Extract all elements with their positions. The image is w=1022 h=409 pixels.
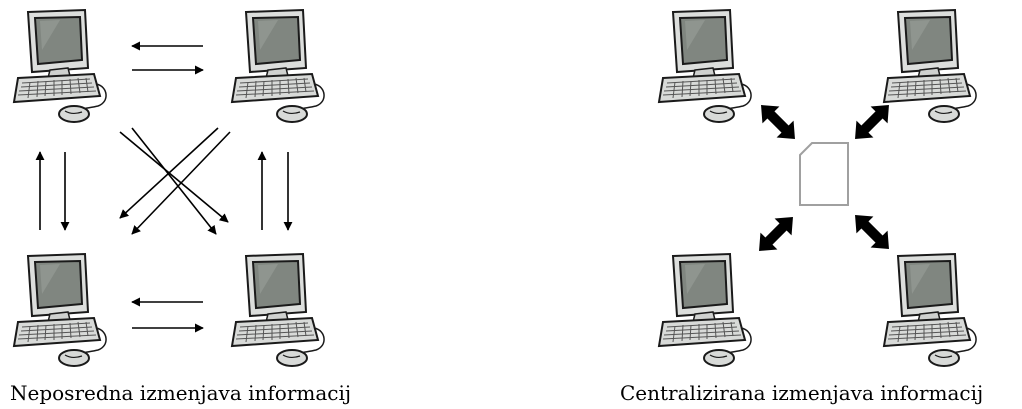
computer-icon-top-left	[658, 9, 753, 123]
computer-icon-top-right	[231, 9, 326, 123]
computer-icon-top-left	[13, 9, 108, 123]
computer-icon-bottom-right	[883, 253, 978, 367]
arrow-diagonal-4	[131, 131, 231, 235]
caption-centralized-exchange: Centralizirana izmenjava informacij	[620, 381, 984, 405]
computer-icon-top-right	[883, 9, 978, 123]
computer-icon-bottom-left	[658, 253, 753, 367]
computer-icon-bottom-left	[13, 253, 108, 367]
computer-icon-bottom-right	[231, 253, 326, 367]
arrow-diagonal-3	[119, 127, 219, 219]
double-arrow-bottom-right	[846, 206, 898, 258]
arrow-diagonal-1	[119, 131, 229, 223]
double-arrow-bottom-left	[750, 208, 802, 260]
double-arrow-top-right	[846, 96, 898, 148]
document-icon	[799, 142, 849, 206]
caption-direct-exchange: Neposredna izmenjava informacij	[10, 381, 352, 405]
arrow-diagonal-2	[131, 127, 217, 235]
double-arrow-top-left	[752, 96, 804, 148]
left-network	[13, 9, 326, 367]
right-network	[658, 9, 978, 367]
